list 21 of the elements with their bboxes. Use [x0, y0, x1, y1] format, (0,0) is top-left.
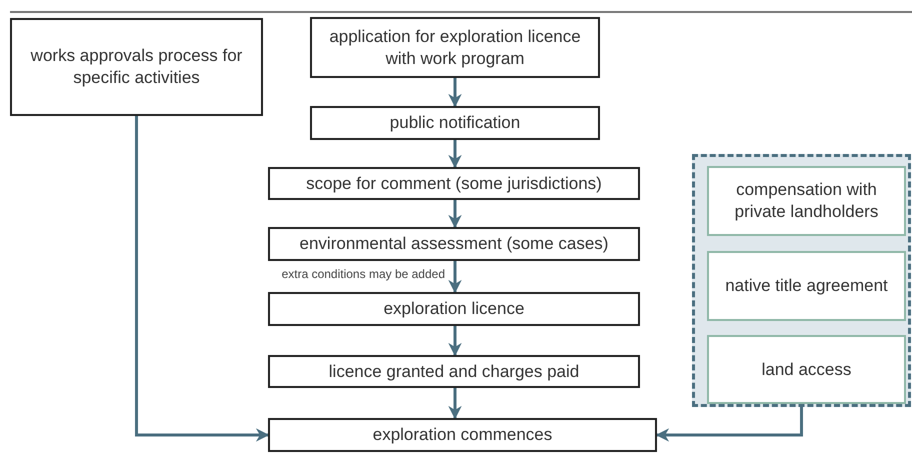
arrow: [448, 140, 462, 168]
process-box: licence granted and charges paid: [268, 355, 640, 388]
process-box: exploration commences: [268, 418, 657, 452]
group-panel: [692, 154, 911, 407]
arrow: [448, 200, 462, 228]
arrow: [656, 407, 803, 442]
edge-label: extra conditions may be added: [282, 267, 445, 281]
process-box: compensation with private landholders: [707, 166, 906, 236]
arrow: [448, 326, 462, 356]
process-box: works approvals process for specific activities: [10, 18, 263, 116]
arrow: [448, 78, 462, 108]
process-box: scope for comment (some jurisdictions): [268, 167, 640, 200]
process-box: application for exploration licence with work program: [310, 17, 600, 78]
process-box: native title agreement: [707, 251, 906, 321]
arrow: [135, 116, 270, 442]
process-box: exploration licence: [268, 292, 640, 326]
process-box: public notification: [310, 106, 600, 140]
process-box: environmental assessment (some cases): [268, 227, 640, 261]
arrow: [448, 388, 462, 420]
process-box: land access: [707, 335, 906, 404]
arrow: [448, 261, 462, 294]
